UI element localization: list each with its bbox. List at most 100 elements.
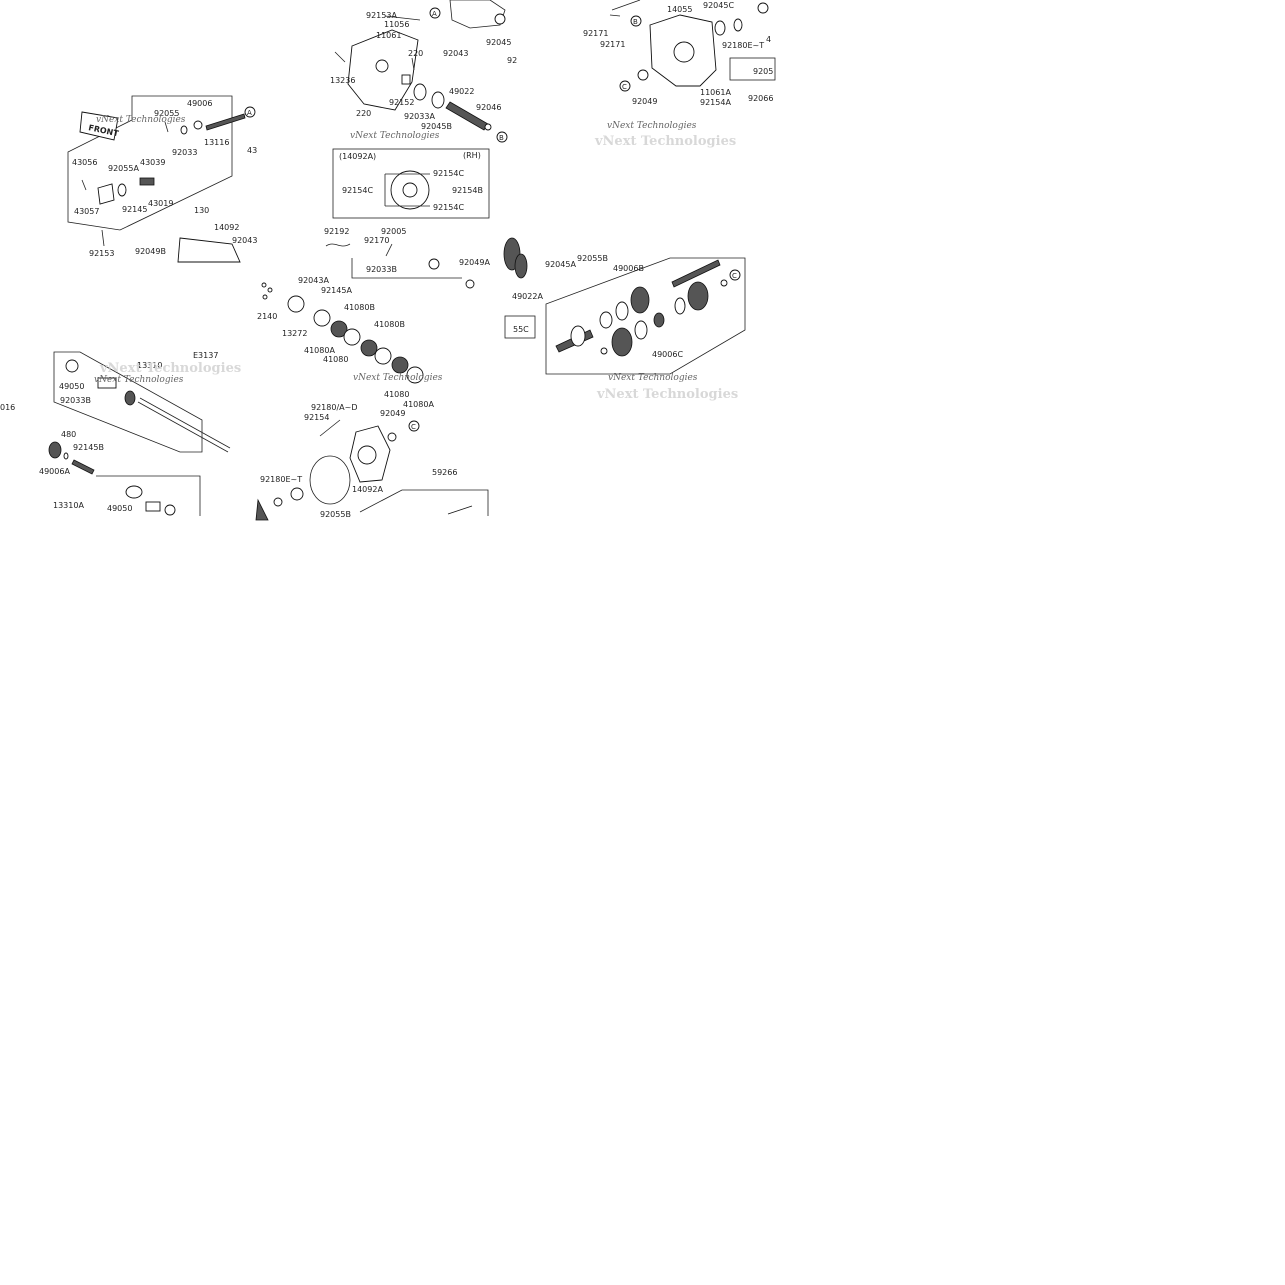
plate-41080b-1 xyxy=(343,328,361,346)
label-13236: 13236 xyxy=(330,76,355,85)
label-92154c3: 92154C xyxy=(433,203,464,212)
label-14092a: 14092A xyxy=(352,485,383,494)
disc-41080 xyxy=(360,339,378,357)
cover-boss xyxy=(375,59,389,73)
label-92033a: 92033A xyxy=(404,112,435,121)
inner-joint-housing xyxy=(687,281,709,311)
seal-92180et2 xyxy=(290,487,304,501)
gear-case-cover-group xyxy=(334,0,506,131)
boot-49006c xyxy=(611,327,633,357)
part-92049a-collar xyxy=(428,258,440,270)
label-92171b: 92171 xyxy=(600,40,625,49)
callout-b-top-text: B xyxy=(499,134,504,142)
part-92005 xyxy=(385,243,393,257)
part-92055 xyxy=(164,121,169,133)
label-92153a: 92153A xyxy=(366,11,397,20)
label-92154a: 92154A xyxy=(700,98,731,107)
watermark-cv: vNext Technologies xyxy=(608,373,698,383)
ring-92033a xyxy=(413,83,427,101)
yoke-13310 xyxy=(65,359,79,373)
label-49050: 49050 xyxy=(59,382,84,391)
prop-frame xyxy=(53,351,203,453)
label-e3137: E3137 xyxy=(193,351,218,360)
shift-assembly-group: FRONT xyxy=(67,95,246,247)
label-92055b2: 92055B xyxy=(320,510,351,519)
cover-14092a-hub xyxy=(357,445,377,465)
label-92045c: 92045C xyxy=(703,1,734,10)
label-92049a: 92049A xyxy=(459,258,490,267)
boot-ring-1 xyxy=(615,301,629,321)
bolt-box xyxy=(729,57,776,81)
callout-a-left-text: A xyxy=(247,109,252,117)
label-9205: 9205 xyxy=(753,67,773,76)
pipe-top xyxy=(611,0,641,11)
label-49006a: 49006A xyxy=(39,467,70,476)
label-92033b: 92033B xyxy=(366,265,397,274)
bearing-92045b xyxy=(431,91,445,109)
label-92033: 92033 xyxy=(172,148,197,157)
callout-a-top xyxy=(429,7,441,19)
disc-41080a-1 xyxy=(330,320,348,338)
cv-joint-group xyxy=(545,257,746,375)
watermark-left: vNext Technologies xyxy=(96,115,186,125)
fork-43057 xyxy=(97,183,115,205)
label-41080b2: 41080B xyxy=(374,320,405,329)
label-92005: 92005 xyxy=(381,227,406,236)
ring-mid xyxy=(674,297,686,315)
label-220b: 220 xyxy=(356,109,371,118)
front-tag xyxy=(79,111,119,141)
label-43056: 43056 xyxy=(72,158,97,167)
spring-43039 xyxy=(139,177,155,186)
label-49022: 49022 xyxy=(449,87,474,96)
label-92049r: 92049 xyxy=(632,97,657,106)
gear-case-left-part xyxy=(177,237,241,263)
shaft-59266 xyxy=(447,505,473,515)
leader-92180ad xyxy=(319,419,341,437)
label-92180et: 92180E~T xyxy=(722,41,764,50)
label-016: 016 xyxy=(0,403,15,412)
label-41080: 41080 xyxy=(323,355,348,364)
watermark-prop-ghost: vNext Technologies xyxy=(99,361,241,376)
ring-92180et xyxy=(733,18,743,32)
bearing-92049 xyxy=(637,69,649,81)
callout-c-cv xyxy=(729,269,741,281)
clutch-pack-group xyxy=(255,282,489,521)
bearing-92152 xyxy=(401,74,411,85)
label-92154b: 92154B xyxy=(452,186,483,195)
inner-race xyxy=(599,311,613,329)
label-49050b: 49050 xyxy=(107,504,132,513)
disc-41080c xyxy=(391,356,409,374)
label-49006: 49006 xyxy=(187,99,212,108)
watermark-right-ghost: vNext Technologies xyxy=(594,134,736,149)
label-49022a: 49022A xyxy=(512,292,543,301)
propeller-shaft-group xyxy=(48,351,231,516)
label-92033b2: 92033B xyxy=(60,396,91,405)
cage xyxy=(653,312,665,328)
label-43039: 43039 xyxy=(140,158,165,167)
assembly-frame xyxy=(67,95,233,231)
callout-b-top xyxy=(496,131,508,143)
label-49006b: 49006B xyxy=(613,264,644,273)
label-14055: 14055 xyxy=(667,5,692,14)
clip-right xyxy=(720,279,728,287)
gear-secondary xyxy=(514,253,528,279)
label-92045a: 92045A xyxy=(545,260,576,269)
label-92170: 92170 xyxy=(364,236,389,245)
rh-cover-hub xyxy=(402,182,418,198)
case-body-top xyxy=(449,0,506,29)
plate-13272 xyxy=(287,295,305,313)
gasket-92055b xyxy=(309,455,351,505)
part-92033 xyxy=(180,125,188,135)
callout-a-left xyxy=(244,106,256,118)
label-55c: 55C xyxy=(513,325,529,334)
label-13310a: 13310A xyxy=(53,501,84,510)
label-92045: 92045 xyxy=(486,38,511,47)
watermark-center-top: vNext Technologies xyxy=(350,131,440,141)
label-92145a: 92145A xyxy=(321,286,352,295)
bolt-13236 xyxy=(334,51,346,63)
clip-left xyxy=(600,347,608,355)
seal-92045c xyxy=(714,20,726,36)
label-43019: 43019 xyxy=(148,199,173,208)
shaft-49022 xyxy=(445,101,489,131)
label-92055: 92055 xyxy=(154,109,179,118)
